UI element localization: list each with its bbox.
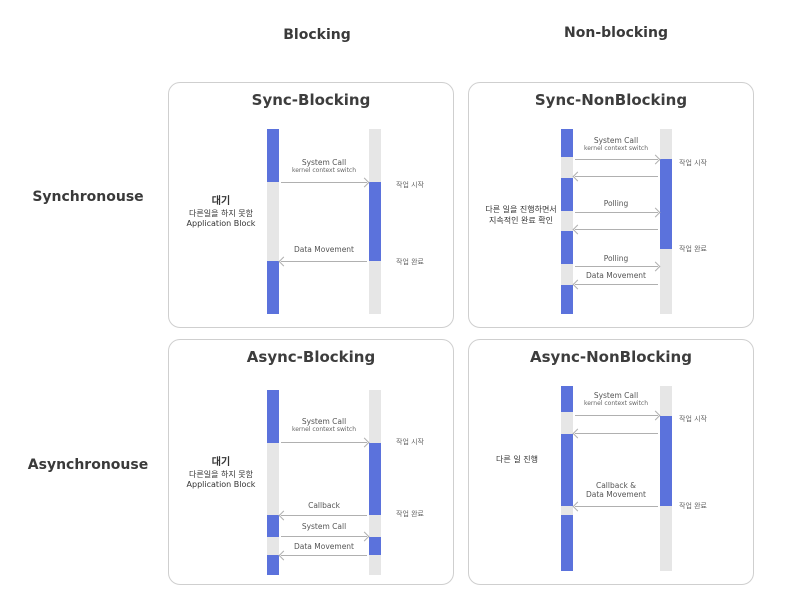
panel-title: Sync-NonBlocking [534,91,688,109]
polling-note: 다른 일을 진행하면서 지속적인 완료 확인 [485,205,557,225]
callback-label: Callback & Data Movement [585,481,647,499]
panel-sync-nonblocking: Sync-NonBlocking System Call kernel cont… [468,82,754,328]
syscall-arrow-2 [281,536,367,537]
wait-note: 대기 다른일을 하지 못함 Application Block [186,457,256,490]
done-label: 작업 완료 [396,258,424,266]
done-label: 작업 완료 [679,245,707,253]
row-header-sync: Synchronouse [32,189,144,205]
app-active-block [267,515,279,537]
syscall-arrow [575,159,658,160]
column-header-blocking: Blocking [283,27,351,43]
kernel-active-block [369,537,381,555]
kernel-active-block [369,182,381,261]
polling-arrow [575,212,658,213]
data-movement-label: Data Movement [293,542,355,551]
syscall-label-2: System Call [301,522,347,531]
app-active-block [561,285,573,314]
polling-label: Polling [603,199,629,208]
data-movement-label: Data Movement [293,245,355,254]
start-label: 작업 시작 [396,181,424,189]
data-movement-arrow [281,555,367,556]
app-active-block [561,129,573,157]
start-label: 작업 시작 [679,159,707,167]
progress-note: 다른 일 진행 [496,455,538,464]
syscall-label: System Call kernel context switch [291,417,357,433]
done-label: 작업 완료 [396,510,424,518]
app-active-block [267,129,279,182]
app-active-block [561,386,573,412]
panel-async-blocking: Async-Blocking System Call kernel contex… [168,339,454,585]
wait-note: 대기 다른일을 하지 못함 Application Block [186,196,256,229]
kernel-active-block [369,443,381,515]
app-active-block [561,434,573,506]
panel-title: Sync-Blocking [251,91,371,109]
panel-sync-blocking: Sync-Blocking System Call kernel context… [168,82,454,328]
syscall-arrow [281,442,367,443]
syscall-arrow [575,415,658,416]
data-movement-label: Data Movement [585,271,647,280]
syscall-arrow [281,182,367,183]
panel-title: Async-Blocking [246,348,376,366]
return-arrow [575,176,658,177]
panel-title: Async-NonBlocking [530,348,692,366]
row-header-async: Asynchronouse [27,457,149,473]
syscall-label: System Call kernel context switch [583,136,649,152]
column-header-nonblocking: Non-blocking [564,25,668,41]
data-movement-arrow [575,284,658,285]
syscall-label: System Call kernel context switch [583,391,649,407]
kernel-active-block [660,159,672,249]
syscall-label: System Call kernel context switch [291,158,357,174]
app-active-block [267,261,279,314]
app-active-block [267,390,279,443]
panel-async-nonblocking: Async-NonBlocking System Call kernel con… [468,339,754,585]
return-arrow [575,229,658,230]
return-arrow [575,433,658,434]
start-label: 작업 시작 [396,438,424,446]
done-label: 작업 완료 [679,502,707,510]
callback-label: Callback [308,501,340,510]
polling-label: Polling [603,254,629,263]
callback-arrow [281,515,367,516]
data-movement-arrow [281,261,367,262]
application-lane [561,129,573,314]
app-active-block [561,231,573,264]
start-label: 작업 시작 [679,415,707,423]
app-active-block [561,178,573,211]
callback-arrow [575,506,658,507]
app-active-block [561,515,573,571]
polling-arrow [575,266,658,267]
app-active-block [267,555,279,575]
kernel-active-block [660,416,672,506]
